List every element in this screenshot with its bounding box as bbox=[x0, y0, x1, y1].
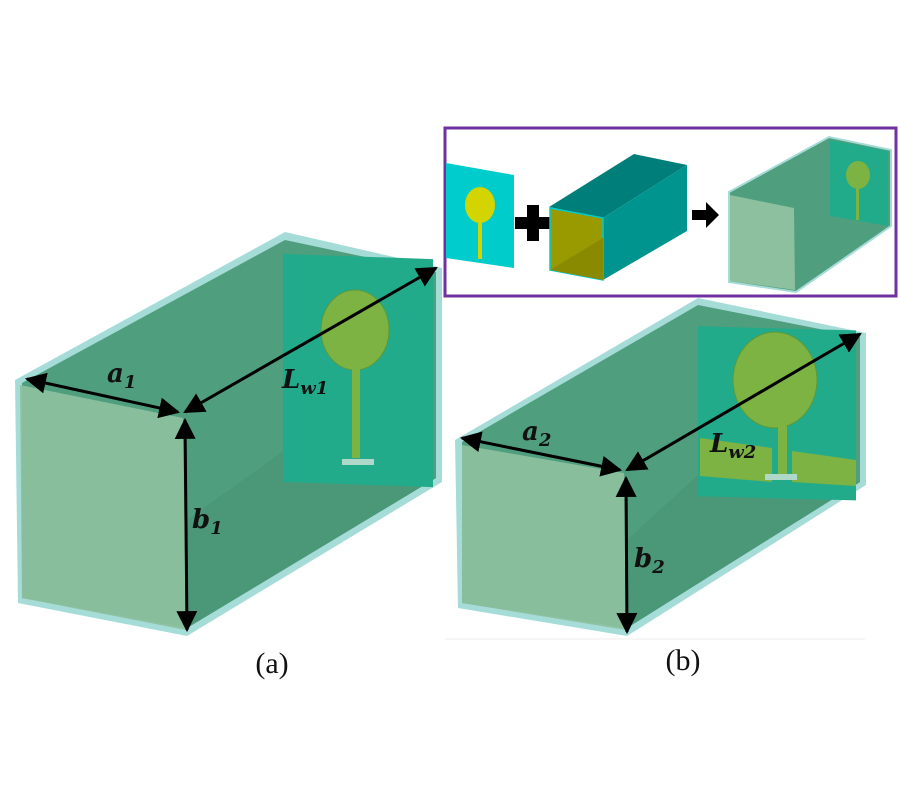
label-lw1: Lw1 bbox=[281, 365, 328, 399]
antenna-feed-a bbox=[352, 368, 360, 458]
caption-b: (b) bbox=[666, 644, 701, 677]
label-a1: a1 bbox=[107, 359, 136, 393]
box-b-floor bbox=[627, 475, 860, 628]
front-face-b bbox=[462, 445, 626, 630]
assembly-inset bbox=[443, 126, 898, 298]
waveguide-opening-shade bbox=[550, 238, 603, 280]
patch-feed bbox=[478, 221, 482, 259]
antenna-feed-b bbox=[778, 426, 787, 476]
box-a-floor bbox=[187, 450, 436, 628]
connector-b bbox=[765, 474, 797, 480]
connector-a bbox=[342, 459, 374, 465]
arrow-a2 bbox=[459, 431, 623, 477]
antenna-patch-b bbox=[732, 331, 818, 429]
assembled-feed bbox=[856, 188, 859, 220]
arrow-lw1 bbox=[183, 266, 438, 414]
arrow-b2 bbox=[615, 475, 638, 635]
label-lw2: Lw2 bbox=[709, 429, 756, 463]
waveguide-a bbox=[15, 232, 442, 636]
plus-icon bbox=[515, 205, 551, 241]
waveguide-b bbox=[455, 298, 866, 636]
arrow-a1 bbox=[24, 372, 181, 419]
assembled-front bbox=[730, 195, 795, 290]
arrow-b1 bbox=[174, 417, 198, 633]
assembled-patch bbox=[846, 161, 870, 189]
waveguide-top bbox=[549, 154, 687, 218]
caption-a: (a) bbox=[255, 647, 288, 680]
waveguide-side bbox=[603, 165, 687, 280]
arrow-lw2 bbox=[625, 332, 862, 472]
label-a2: a2 bbox=[522, 417, 551, 451]
patch-element bbox=[465, 187, 495, 223]
front-face-a bbox=[20, 385, 186, 630]
label-b2: b2 bbox=[634, 544, 665, 578]
arrow-right-icon bbox=[692, 202, 719, 228]
label-b1: b1 bbox=[192, 505, 223, 539]
